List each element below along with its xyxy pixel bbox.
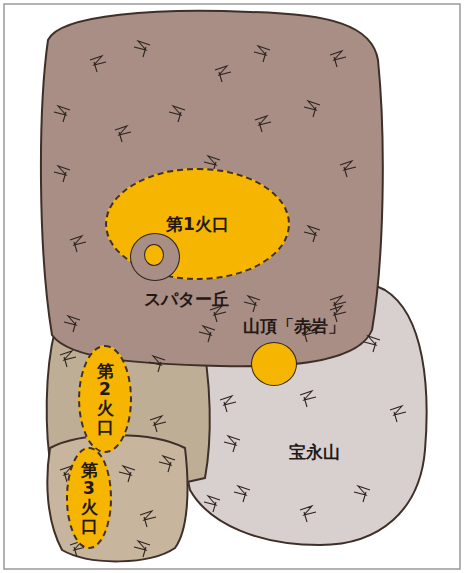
lava-stroke	[169, 106, 185, 122]
lava-stroke	[54, 106, 70, 122]
lava-stroke	[220, 396, 236, 412]
node-label: 山頂「赤岩」	[243, 316, 345, 336]
lava-stroke	[224, 436, 240, 452]
lava-stroke	[199, 326, 215, 342]
lava-stroke	[234, 486, 250, 502]
lava-texture	[54, 41, 406, 557]
lava-stroke	[244, 296, 260, 312]
lava-stroke	[70, 236, 86, 252]
lava-stroke	[255, 116, 271, 132]
lava-stroke	[119, 466, 135, 482]
lava-stroke	[64, 316, 80, 332]
lava-stroke	[115, 126, 131, 142]
lava-stroke	[354, 486, 370, 502]
lava-stroke	[60, 351, 76, 367]
third-region	[47, 435, 187, 561]
lava-stroke	[134, 541, 150, 557]
lava-stroke	[204, 496, 220, 512]
lava-stroke	[340, 161, 356, 177]
lava-stroke	[149, 356, 165, 372]
lava-stroke	[304, 101, 320, 117]
lava-stroke	[364, 336, 380, 352]
lava-stroke	[134, 41, 150, 57]
lava-stroke	[90, 56, 106, 72]
first-region	[41, 11, 383, 366]
node-label: 第2火口	[97, 362, 114, 437]
lava-stroke	[300, 506, 316, 522]
node-label: 宝永山	[289, 442, 340, 462]
lava-stroke	[159, 456, 175, 472]
node-label: 第1火口	[166, 214, 229, 234]
lava-stroke	[300, 391, 316, 407]
lava-stroke	[54, 166, 70, 182]
lava-stroke	[254, 46, 270, 62]
lava-stroke	[150, 416, 166, 432]
lava-stroke	[304, 226, 320, 242]
akaiwa-dot	[251, 342, 297, 386]
hoeizan-area: 宝永山 山頂「赤岩」	[185, 270, 425, 545]
lava-stroke	[140, 511, 156, 527]
spatter-vent	[144, 244, 164, 266]
crater-outline: 第2火口	[78, 345, 132, 453]
summit-akaiwa: 山頂「赤岩」	[243, 316, 345, 386]
lava-stroke	[390, 406, 406, 422]
spatter-ring	[130, 233, 180, 281]
frame	[4, 4, 460, 569]
spatter-cone: スパター丘	[130, 233, 215, 309]
lava-stroke	[215, 66, 231, 82]
node-label: 第3火口	[81, 461, 98, 536]
node-label: スパター丘	[144, 289, 229, 309]
lava-stroke	[330, 51, 346, 67]
crater-outline: 第3火口	[66, 447, 112, 548]
